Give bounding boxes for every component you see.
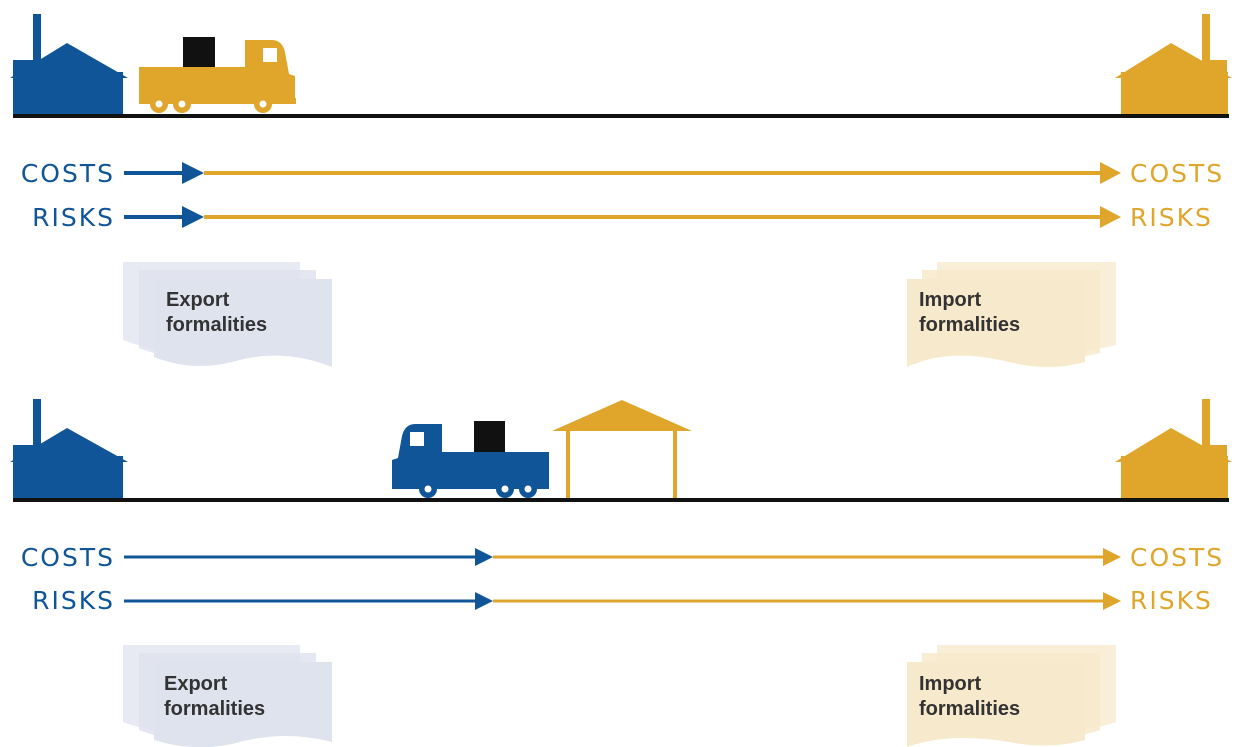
export-doc-line1: Export xyxy=(164,673,228,695)
import-doc-line1: Import xyxy=(919,673,982,695)
risks-row: RISKS RISKS xyxy=(32,203,1213,232)
buyer-factory-icon xyxy=(1115,399,1232,500)
import-doc-line2: formalities xyxy=(919,314,1020,336)
risks-label-right: RISKS xyxy=(1130,203,1213,232)
seller-factory-icon xyxy=(10,14,128,116)
import-formalities-doc: Import formalities xyxy=(907,645,1116,747)
export-doc-line2: formalities xyxy=(166,314,267,336)
costs-label-right: COSTS xyxy=(1130,159,1224,188)
risks-label-right: RISKS xyxy=(1130,586,1213,615)
costs-label-right: COSTS xyxy=(1130,543,1224,572)
costs-row: COSTS COSTS xyxy=(21,543,1224,572)
export-doc-line1: Export xyxy=(166,289,230,311)
panel-top: COSTS COSTS RISKS RISKS Export formaliti… xyxy=(10,14,1232,367)
cargo-box xyxy=(474,421,505,454)
import-formalities-doc: Import formalities xyxy=(907,262,1116,367)
risks-label-left: RISKS xyxy=(32,586,115,615)
costs-label-left: COSTS xyxy=(21,159,115,188)
ground-line xyxy=(13,114,1229,118)
costs-row: COSTS COSTS xyxy=(21,159,1224,188)
truck-icon xyxy=(392,421,549,498)
export-doc-line2: formalities xyxy=(164,698,265,720)
seller-factory-icon xyxy=(10,399,128,500)
risks-label-left: RISKS xyxy=(32,203,115,232)
import-doc-line1: Import xyxy=(919,289,982,311)
costs-label-left: COSTS xyxy=(21,543,115,572)
risks-row: RISKS RISKS xyxy=(32,586,1213,615)
export-formalities-doc: Export formalities xyxy=(123,262,332,367)
ground-line xyxy=(13,498,1229,502)
export-formalities-doc: Export formalities xyxy=(123,645,332,747)
truck-icon xyxy=(139,37,296,113)
shelter-icon xyxy=(552,400,692,500)
panel-bottom: COSTS COSTS RISKS RISKS Export formaliti… xyxy=(10,399,1232,747)
cargo-box xyxy=(183,37,215,69)
buyer-factory-icon xyxy=(1115,14,1232,116)
import-doc-line2: formalities xyxy=(919,698,1020,720)
